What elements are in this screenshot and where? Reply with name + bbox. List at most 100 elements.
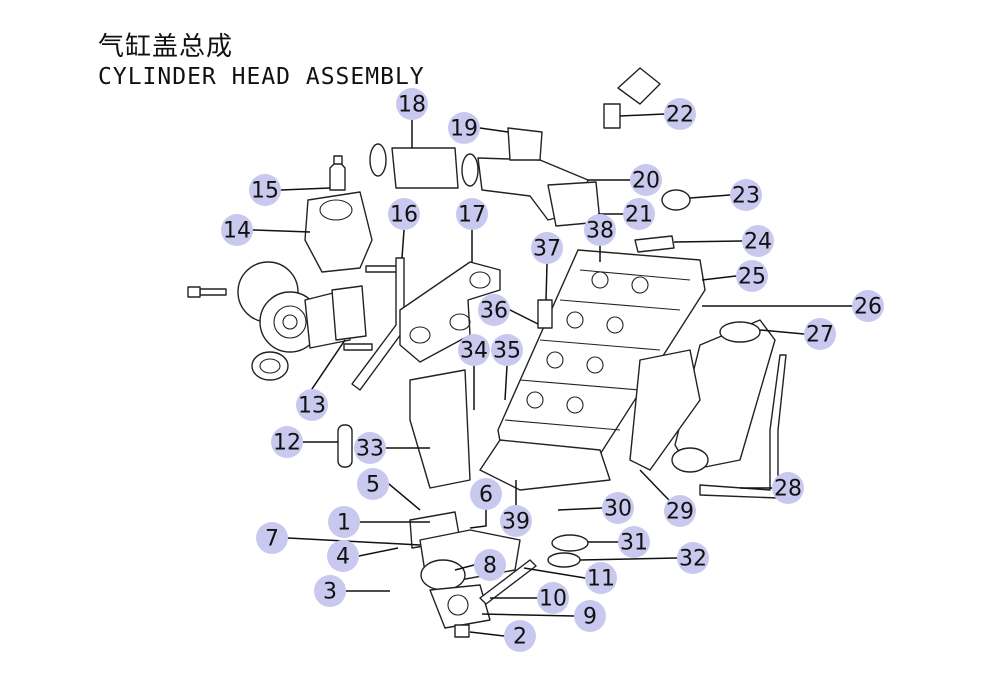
callout-label-7: 7	[265, 527, 279, 552]
sensor	[603, 67, 661, 129]
callout-badge-25	[736, 260, 768, 292]
callout-14: 14	[221, 214, 253, 246]
turbo-gasket	[331, 285, 367, 341]
thermostat-housing	[409, 511, 521, 638]
callout-badge-5	[357, 468, 389, 500]
callout-badge-7	[256, 522, 288, 554]
callout-badge-30	[602, 492, 634, 524]
callout-30: 30	[602, 492, 634, 524]
callout-21: 21	[623, 198, 655, 230]
callout-39: 39	[500, 505, 532, 537]
callout-label-36: 36	[480, 299, 508, 324]
callout-badge-34	[458, 334, 490, 366]
callout-18: 18	[396, 88, 428, 120]
callout-label-20: 20	[632, 169, 660, 194]
callout-label-37: 37	[533, 237, 561, 262]
callout-label-2: 2	[513, 625, 527, 650]
callout-19: 19	[448, 112, 480, 144]
callout-label-12: 12	[273, 431, 301, 456]
callout-badge-37	[531, 232, 563, 264]
callout-badge-4	[327, 540, 359, 572]
callout-label-6: 6	[479, 483, 493, 508]
callout-label-29: 29	[666, 500, 694, 525]
title-english: CYLINDER HEAD ASSEMBLY	[98, 64, 425, 90]
callout-badge-16	[388, 198, 420, 230]
callout-label-39: 39	[502, 510, 530, 535]
callout-badge-31	[618, 526, 650, 558]
title-chinese: 气缸盖总成	[98, 32, 234, 62]
callout-label-26: 26	[854, 295, 882, 320]
callout-9: 9	[574, 600, 606, 632]
callout-badge-15	[249, 174, 281, 206]
callout-1: 1	[328, 506, 360, 538]
callout-label-24: 24	[744, 230, 772, 255]
callout-badge-8	[474, 549, 506, 581]
callout-3: 3	[314, 575, 346, 607]
callout-20: 20	[630, 164, 662, 196]
callout-badge-23	[730, 179, 762, 211]
callout-label-25: 25	[738, 265, 766, 290]
callout-badge-13	[296, 389, 328, 421]
callout-label-23: 23	[732, 184, 760, 209]
callout-4: 4	[327, 540, 359, 572]
callout-10: 10	[537, 582, 569, 614]
mounting-bracket	[409, 369, 471, 489]
callout-badge-14	[221, 214, 253, 246]
callout-label-19: 19	[450, 117, 478, 142]
callout-16: 16	[388, 198, 420, 230]
seal-ring-31	[551, 534, 589, 552]
callout-label-30: 30	[604, 497, 632, 522]
coolant-hose	[337, 424, 353, 468]
callout-label-13: 13	[298, 394, 326, 419]
callout-label-15: 15	[251, 179, 279, 204]
callout-badge-38	[584, 214, 616, 246]
callout-25: 25	[736, 260, 768, 292]
studs	[187, 265, 399, 351]
callout-29: 29	[664, 495, 696, 527]
callout-label-17: 17	[458, 203, 486, 228]
callout-badge-36	[478, 294, 510, 326]
callout-badge-18	[396, 88, 428, 120]
callout-label-21: 21	[625, 203, 653, 228]
callout-11: 11	[585, 562, 617, 594]
callout-label-14: 14	[223, 219, 251, 244]
bypass-pipe	[479, 559, 537, 605]
intake-elbow	[477, 127, 601, 227]
callout-label-18: 18	[398, 93, 426, 118]
callout-32: 32	[677, 542, 709, 574]
callout-35: 35	[491, 334, 523, 366]
rail-bracket	[634, 235, 675, 253]
callout-badge-22	[664, 98, 696, 130]
head-gasket	[479, 439, 611, 491]
callout-24: 24	[742, 225, 774, 257]
callout-7: 7	[256, 522, 288, 554]
callout-6: 6	[470, 478, 502, 510]
callout-label-4: 4	[336, 545, 350, 570]
callout-label-22: 22	[666, 103, 694, 128]
callout-badge-20	[630, 164, 662, 196]
callout-label-8: 8	[483, 554, 497, 579]
callout-27: 27	[804, 318, 836, 350]
callout-label-31: 31	[620, 531, 648, 556]
callout-34: 34	[458, 334, 490, 366]
callout-badge-2	[504, 620, 536, 652]
callout-15: 15	[249, 174, 281, 206]
callout-label-9: 9	[583, 605, 597, 630]
callout-badge-6	[470, 478, 502, 510]
cylinder-head	[497, 249, 706, 471]
callout-badge-12	[271, 426, 303, 458]
callout-badge-26	[852, 290, 884, 322]
callout-badge-39	[500, 505, 532, 537]
callout-badge-29	[664, 495, 696, 527]
callout-label-35: 35	[493, 339, 521, 364]
callout-badge-1	[328, 506, 360, 538]
callout-13: 13	[296, 389, 328, 421]
callout-badge-24	[742, 225, 774, 257]
callout-label-27: 27	[806, 323, 834, 348]
callout-badge-21	[623, 198, 655, 230]
intake-hose	[369, 143, 479, 189]
cap	[661, 189, 691, 211]
callout-badge-9	[574, 600, 606, 632]
